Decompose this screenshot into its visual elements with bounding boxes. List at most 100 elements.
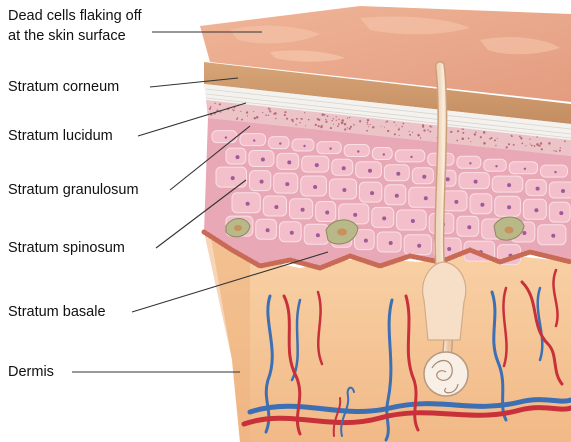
- granule: [560, 147, 561, 148]
- granule: [338, 119, 339, 120]
- granule: [534, 145, 536, 147]
- cell-nucleus: [301, 208, 305, 212]
- granule: [403, 123, 405, 125]
- granule: [253, 111, 254, 112]
- granule: [531, 145, 533, 147]
- keratinocyte-cell: [292, 139, 314, 151]
- granule: [349, 117, 350, 118]
- granule: [506, 146, 508, 148]
- keratinocyte-cell: [317, 142, 341, 154]
- cell-nucleus: [325, 211, 329, 215]
- granule: [268, 108, 270, 110]
- granule: [236, 118, 238, 120]
- granule: [462, 129, 463, 130]
- cell-nucleus: [357, 150, 359, 152]
- granule: [423, 129, 425, 131]
- cell-nucleus: [287, 160, 291, 164]
- label-stratum-lucidum: Stratum lucidum: [8, 126, 113, 146]
- granule: [475, 131, 476, 132]
- cell-nucleus: [231, 176, 235, 180]
- granule: [325, 119, 326, 120]
- granule: [387, 130, 389, 132]
- granule: [367, 119, 369, 121]
- granule: [219, 103, 221, 105]
- granule: [370, 124, 371, 125]
- granule: [385, 122, 386, 123]
- label-stratum-corneum: Stratum corneum: [8, 77, 119, 97]
- granule: [367, 124, 368, 125]
- cell-nucleus: [507, 183, 511, 187]
- granule: [427, 129, 429, 131]
- granule: [308, 119, 310, 121]
- cell-nucleus: [353, 213, 357, 217]
- cell-nucleus: [422, 175, 426, 179]
- granule: [284, 111, 286, 113]
- cell-nucleus: [342, 188, 346, 192]
- granule: [349, 128, 351, 130]
- granule: [269, 110, 270, 111]
- granule: [254, 117, 256, 119]
- granule: [559, 150, 561, 152]
- dermis-side: [204, 232, 250, 442]
- granule: [331, 120, 332, 121]
- granule: [299, 122, 300, 123]
- keratinocyte-cell: [269, 137, 289, 149]
- cell-nucleus: [522, 231, 526, 235]
- granule: [564, 140, 566, 142]
- cell-nucleus: [561, 189, 565, 193]
- cell-nucleus: [480, 203, 484, 207]
- keratinocyte-cell: [509, 162, 537, 174]
- granule: [417, 134, 420, 137]
- granule: [325, 121, 327, 123]
- granule: [409, 134, 411, 136]
- granule: [256, 116, 259, 119]
- cell-nucleus: [236, 155, 240, 159]
- granule: [295, 124, 296, 125]
- granule: [286, 118, 288, 120]
- granule: [422, 124, 424, 126]
- granule: [324, 114, 326, 116]
- keratinocyte-cell: [240, 134, 266, 146]
- cell-nucleus: [395, 194, 399, 198]
- granule: [333, 118, 334, 119]
- granule: [462, 132, 464, 134]
- granule: [548, 142, 551, 145]
- granule: [240, 111, 241, 112]
- cell-nucleus: [454, 200, 458, 204]
- granule: [521, 143, 523, 145]
- cell-nucleus: [303, 145, 305, 147]
- granule: [296, 118, 298, 120]
- granule: [317, 118, 319, 120]
- granule: [210, 106, 212, 108]
- granule: [209, 108, 211, 110]
- granule: [372, 126, 374, 128]
- cell-nucleus: [507, 205, 511, 209]
- granule: [318, 125, 320, 127]
- granule: [291, 119, 293, 121]
- granule: [483, 142, 486, 145]
- granule: [420, 137, 421, 138]
- granule: [338, 123, 340, 125]
- granule: [241, 119, 243, 121]
- granule: [344, 123, 346, 125]
- cell-nucleus: [279, 142, 281, 144]
- granule: [337, 125, 339, 127]
- granule: [305, 125, 306, 126]
- granule: [366, 130, 368, 132]
- label-stratum-basale: Stratum basale: [8, 302, 106, 322]
- cell-nucleus: [554, 171, 556, 173]
- granule: [384, 127, 385, 128]
- granule: [268, 115, 269, 116]
- granule: [555, 150, 557, 152]
- cell-nucleus: [313, 185, 317, 189]
- cell-nucleus: [260, 180, 264, 184]
- granule: [490, 137, 492, 139]
- cell-nucleus: [559, 211, 563, 215]
- label-stratum-spinosum: Stratum spinosum: [8, 238, 125, 258]
- granule: [344, 128, 346, 130]
- cell-nucleus: [424, 196, 428, 200]
- granule: [461, 137, 464, 140]
- granule: [412, 132, 413, 133]
- keratinocyte-cell: [395, 150, 425, 162]
